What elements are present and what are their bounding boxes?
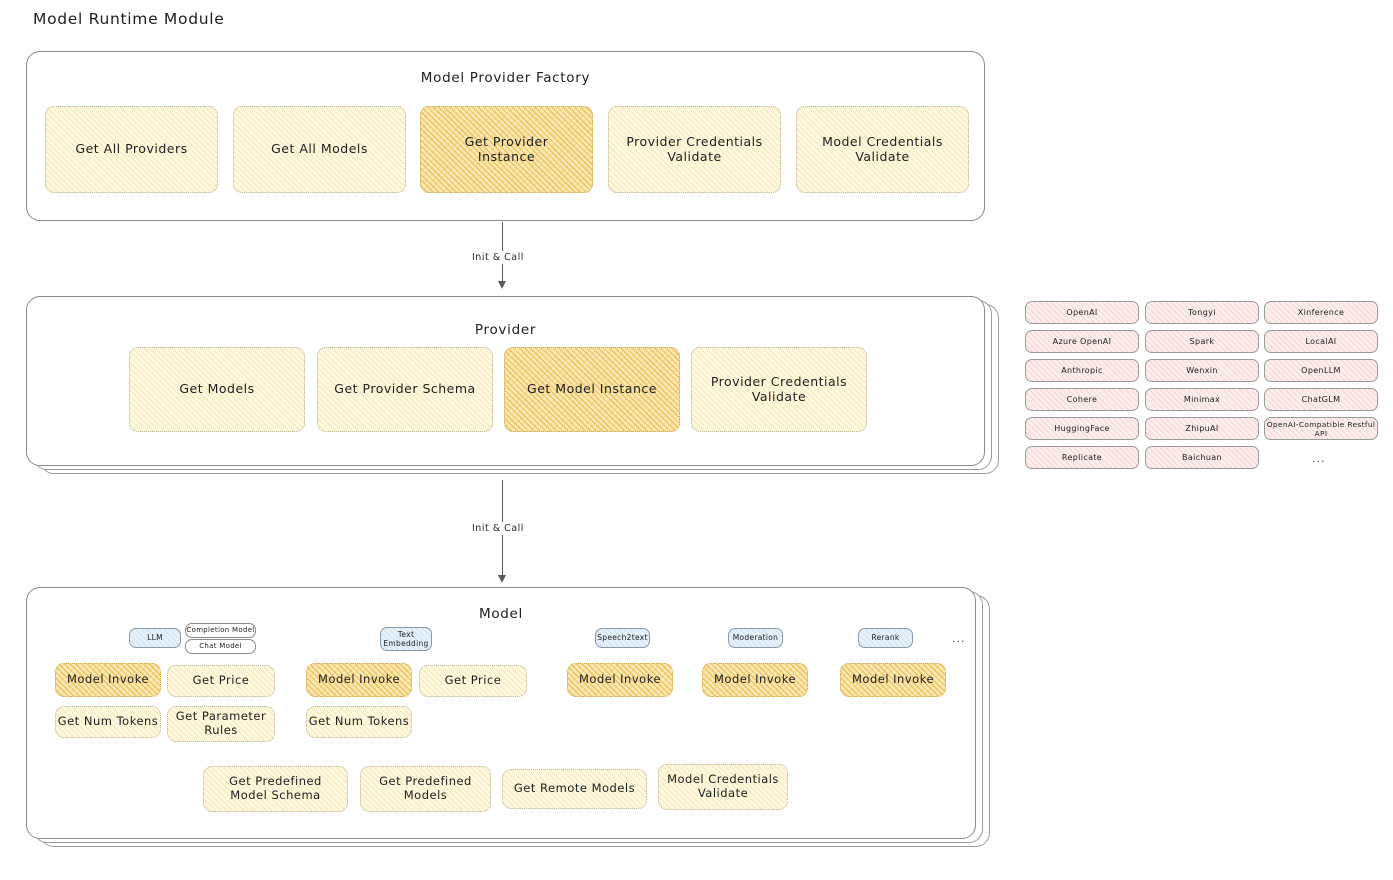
provider-list-ellipsis: ... — [1312, 452, 1326, 465]
op-speech2text-model-invoke[interactable]: Model Invoke — [567, 663, 673, 697]
op-llm-get-parameter-rules[interactable]: Get Parameter Rules — [167, 706, 275, 742]
provider-pill-spark[interactable]: Spark — [1145, 330, 1259, 353]
provider-title: Provider — [474, 322, 537, 338]
op-text-embedding-get-price[interactable]: Get Price — [419, 665, 527, 697]
provider-pill-baichuan[interactable]: Baichuan — [1145, 446, 1259, 469]
op-get-remote-models[interactable]: Get Remote Models — [502, 769, 647, 809]
model-type-badge-rerank[interactable]: Rerank — [858, 628, 913, 648]
provider-pill-localai[interactable]: LocalAI — [1264, 330, 1378, 353]
node-get-provider-instance[interactable]: Get Provider Instance — [420, 106, 593, 193]
op-llm-model-invoke[interactable]: Model Invoke — [55, 663, 161, 697]
node-get-model-instance[interactable]: Get Model Instance — [504, 347, 680, 432]
arrow-label-init-call-1: Init & Call — [468, 251, 528, 264]
provider-pill-tongyi[interactable]: Tongyi — [1145, 301, 1259, 324]
op-text-embedding-get-num-tokens[interactable]: Get Num Tokens — [306, 706, 412, 738]
op-llm-get-price[interactable]: Get Price — [167, 665, 275, 697]
op-model-credentials-validate[interactable]: Model Credentials Validate — [658, 764, 788, 810]
node-provider-credentials-validate[interactable]: Provider Credentials Validate — [608, 106, 781, 193]
op-get-predefined-model-schema[interactable]: Get Predefined Model Schema — [203, 766, 348, 812]
op-moderation-model-invoke[interactable]: Model Invoke — [702, 663, 808, 697]
provider-pill-minimax[interactable]: Minimax — [1145, 388, 1259, 411]
op-text-embedding-model-invoke[interactable]: Model Invoke — [306, 663, 412, 697]
provider-pill-cohere[interactable]: Cohere — [1025, 388, 1139, 411]
provider-pill-azure-openai[interactable]: Azure OpenAI — [1025, 330, 1139, 353]
provider-pill-huggingface[interactable]: HuggingFace — [1025, 417, 1139, 440]
node-get-all-providers[interactable]: Get All Providers — [45, 106, 218, 193]
model-provider-factory-title: Model Provider Factory — [420, 70, 591, 86]
model-type-badge-moderation[interactable]: Moderation — [728, 628, 783, 648]
op-get-predefined-models[interactable]: Get Predefined Models — [360, 766, 491, 812]
arrow-provider-to-model-head — [497, 575, 506, 583]
provider-pill-wenxin[interactable]: Wenxin — [1145, 359, 1259, 382]
node-model-credentials-validate[interactable]: Model Credentials Validate — [796, 106, 969, 193]
provider-pill-replicate[interactable]: Replicate — [1025, 446, 1139, 469]
model-type-badge-text-embedding[interactable]: Text Embedding — [380, 627, 432, 651]
provider-pill-openllm[interactable]: OpenLLM — [1264, 359, 1378, 382]
provider-pill-chatglm[interactable]: ChatGLM — [1264, 388, 1378, 411]
node-get-models[interactable]: Get Models — [129, 347, 305, 432]
provider-pill-openai[interactable]: OpenAI — [1025, 301, 1139, 324]
provider-pill-openai-compatible[interactable]: OpenAI-Compatible Restful API — [1264, 417, 1378, 440]
node-provider-credentials-validate-2[interactable]: Provider Credentials Validate — [691, 347, 867, 432]
model-subtype-chat-model[interactable]: Chat Model — [185, 639, 256, 654]
node-get-provider-schema[interactable]: Get Provider Schema — [317, 347, 493, 432]
model-type-badge-llm[interactable]: LLM — [129, 628, 181, 648]
op-llm-get-num-tokens[interactable]: Get Num Tokens — [55, 706, 161, 738]
model-title: Model — [478, 606, 524, 622]
model-types-ellipsis: ... — [952, 632, 966, 645]
provider-pill-anthropic[interactable]: Anthropic — [1025, 359, 1139, 382]
node-get-all-models[interactable]: Get All Models — [233, 106, 406, 193]
arrow-factory-to-provider-head — [497, 281, 506, 289]
provider-pill-zhipuai[interactable]: ZhipuAI — [1145, 417, 1259, 440]
model-type-badge-speech2text[interactable]: Speech2text — [595, 628, 650, 648]
model-subtype-completion-model[interactable]: Completion Model — [185, 623, 256, 638]
arrow-label-init-call-2: Init & Call — [468, 522, 528, 535]
page-title: Model Runtime Module — [33, 10, 225, 28]
provider-pill-xinference[interactable]: Xinference — [1264, 301, 1378, 324]
op-rerank-model-invoke[interactable]: Model Invoke — [840, 663, 946, 697]
